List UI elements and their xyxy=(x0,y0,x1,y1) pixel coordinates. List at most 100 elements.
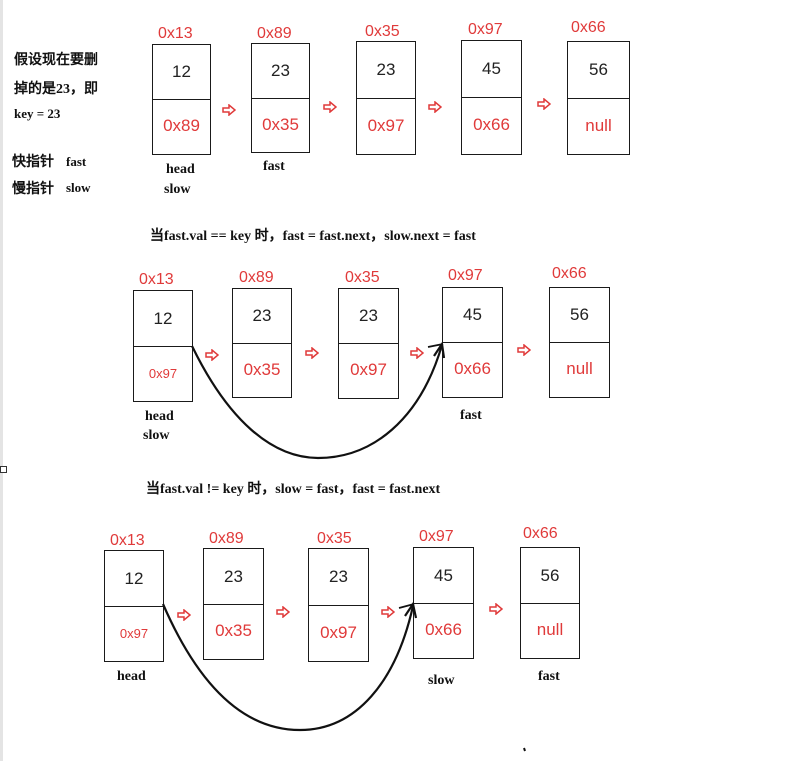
row3-node3-address: 0x35 xyxy=(317,530,352,547)
row1-slow-label: slow xyxy=(164,182,191,197)
node-next: 0x35 xyxy=(215,621,252,640)
caption-1-en-b: ，fast = fast.next，slow.next = fast xyxy=(268,229,476,244)
node-next: null xyxy=(585,115,612,135)
row3-node-3: 23 0x97 xyxy=(308,548,369,662)
caption-1-cn-a: 当 xyxy=(150,228,164,244)
arrow-right-icon xyxy=(177,609,191,621)
row1-node4-address: 0x97 xyxy=(468,21,503,38)
row3-bypass-curve xyxy=(161,603,415,732)
node-next: 0x66 xyxy=(473,115,510,134)
node-value: 23 xyxy=(252,44,309,99)
row1-node1-address: 0x13 xyxy=(158,25,193,42)
caption-2-cn-b: 时 xyxy=(247,481,262,497)
node-next: null xyxy=(536,620,564,639)
node-value: 23 xyxy=(357,42,415,99)
node-next: 0x97 xyxy=(367,115,405,135)
row3-node5-address: 0x66 xyxy=(523,525,558,542)
row2-node4-address: 0x97 xyxy=(448,267,483,284)
row3-node-2: 23 0x35 xyxy=(203,548,264,660)
row2-bypass-curve xyxy=(191,344,444,460)
node-value: 56 xyxy=(550,288,609,343)
row2-slow-label: slow xyxy=(143,428,170,443)
row1-fast-label: fast xyxy=(263,159,285,174)
row2-node1-address: 0x13 xyxy=(139,271,174,288)
node-next: 0x35 xyxy=(262,114,299,134)
node-next: 0x97 xyxy=(119,625,149,641)
left-edge-bar xyxy=(0,0,3,761)
arrow-right-icon xyxy=(428,101,442,113)
note-slow-en: slow xyxy=(66,180,91,195)
node-value: 23 xyxy=(233,289,291,344)
arrow-right-icon xyxy=(276,606,290,618)
row3-node4-address: 0x97 xyxy=(419,528,454,545)
row2-head-label: head xyxy=(145,409,174,424)
row1-node-1: 12 0x89 xyxy=(152,44,211,155)
row1-node2-address: 0x89 xyxy=(257,25,292,42)
row2-node-2: 23 0x35 xyxy=(232,288,292,398)
row2-node3-address: 0x35 xyxy=(345,269,380,286)
node-value: 45 xyxy=(462,41,521,98)
node-next: 0x97 xyxy=(350,360,387,379)
caption-2: 当fast.val != key 时，slow = fast，fast = fa… xyxy=(146,482,440,497)
row3-node-4: 45 0x66 xyxy=(413,547,474,659)
row3-head-label: head xyxy=(117,669,146,684)
row2-fast-label: fast xyxy=(460,408,482,423)
row2-node5-address: 0x66 xyxy=(552,265,587,282)
note-fast-en: fast xyxy=(66,154,87,169)
row1-node-3: 23 0x97 xyxy=(356,41,416,155)
node-next: 0x97 xyxy=(148,365,178,381)
arrow-right-icon xyxy=(410,347,424,359)
arrow-right-icon xyxy=(537,98,551,110)
caption-2-cn-a: 当 xyxy=(146,481,160,497)
arrow-right-icon xyxy=(323,101,337,113)
note-line-2-cn: 掉的是 xyxy=(14,81,56,97)
row3-node-5: 56 null xyxy=(520,547,580,659)
caption-1: 当fast.val == key 时，fast = fast.next，slow… xyxy=(150,229,476,244)
arrow-right-icon xyxy=(381,606,395,618)
arrow-right-icon xyxy=(305,347,319,359)
node-next: 0x66 xyxy=(425,620,462,639)
side-square-marker xyxy=(0,466,7,473)
node-next: null xyxy=(566,359,593,378)
row3-fast-label: fast xyxy=(538,669,560,684)
node-next: 0x35 xyxy=(243,359,281,379)
node-value: 12 xyxy=(153,45,210,100)
note-line-2: 掉的是23，即 xyxy=(14,81,98,97)
row2-node-5: 56 null xyxy=(549,287,610,398)
node-value: 23 xyxy=(309,549,368,606)
row3-link-stub xyxy=(398,603,415,609)
stray-mark xyxy=(523,747,526,752)
node-value: 23 xyxy=(339,289,398,344)
row2-node-1: 12 0x97 xyxy=(133,290,193,402)
row3-node-1: 12 0x97 xyxy=(104,550,164,662)
node-value: 56 xyxy=(568,42,629,99)
arrow-right-icon xyxy=(517,344,531,356)
node-value: 23 xyxy=(204,549,263,605)
note-line-2-num: 23，即 xyxy=(56,82,98,97)
note-fast-cn: 快指针 xyxy=(12,154,54,170)
arrow-right-icon xyxy=(222,104,236,116)
node-value: 12 xyxy=(105,551,163,607)
row1-node-2: 23 0x35 xyxy=(251,43,310,153)
row1-node5-address: 0x66 xyxy=(571,19,606,36)
row2-node-3: 23 0x97 xyxy=(338,288,399,399)
row2-link-stub xyxy=(427,343,444,348)
node-value: 45 xyxy=(443,288,502,343)
arrow-right-icon xyxy=(205,349,219,361)
note-slow-cn: 慢指针 xyxy=(12,181,54,197)
arrow-right-icon xyxy=(489,603,503,615)
row2-node-4: 45 0x66 xyxy=(442,287,503,398)
node-next: 0x97 xyxy=(320,622,357,642)
row1-node3-address: 0x35 xyxy=(365,23,400,40)
caption-2-en-a: fast.val != key xyxy=(160,482,248,497)
caption-1-en-a: fast.val == key xyxy=(164,229,255,244)
caption-1-cn-b: 时 xyxy=(254,228,269,244)
row1-head-label: head xyxy=(166,162,195,177)
row3-node2-address: 0x89 xyxy=(209,530,244,547)
caption-2-en-b: ，slow = fast，fast = fast.next xyxy=(261,482,441,497)
row3-slow-label: slow xyxy=(428,673,455,688)
node-next: 0x66 xyxy=(454,359,491,378)
note-line-1: 假设现在要删 xyxy=(14,52,98,68)
row1-node-5: 56 null xyxy=(567,41,630,155)
node-value: 45 xyxy=(414,548,473,604)
